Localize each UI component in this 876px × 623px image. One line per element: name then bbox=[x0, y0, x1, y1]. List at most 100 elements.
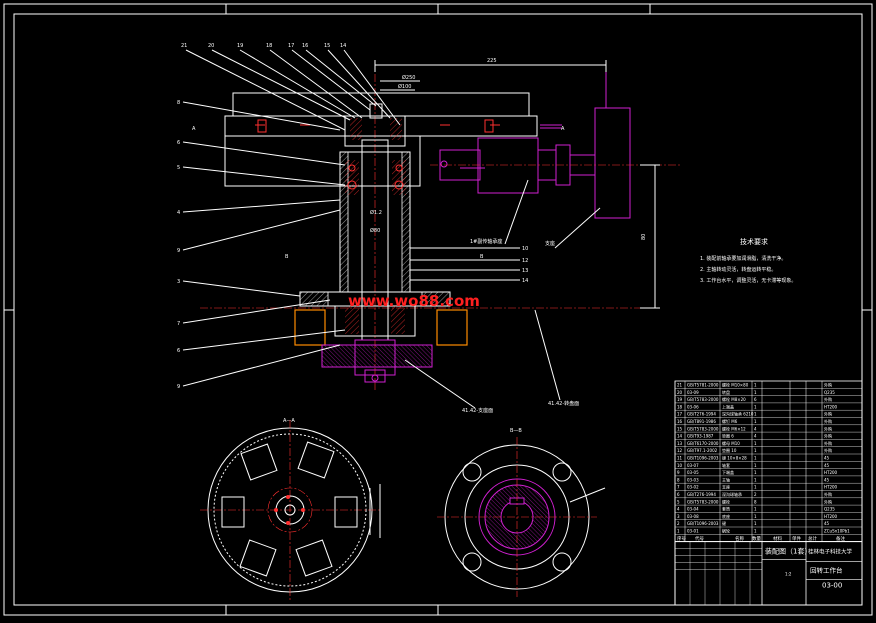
section-mark-a-left: A bbox=[192, 126, 196, 132]
bom-cell: 1 bbox=[754, 463, 757, 468]
bom-cell: 1 bbox=[754, 507, 757, 512]
bom-cell: Q235 bbox=[824, 507, 835, 512]
bom-header-cell: 单件 bbox=[792, 535, 801, 542]
bom-cell: 螺钉 M6 bbox=[722, 418, 738, 424]
tech-item: 3. 工作台水平，调整灵活，无卡滞等现象。 bbox=[700, 277, 796, 284]
bom-header-cell: 序号 bbox=[677, 535, 686, 542]
bom-cell: 外购 bbox=[824, 396, 832, 402]
bom-cell: GB/T97.1-2002 bbox=[687, 448, 718, 453]
svg-text:3: 3 bbox=[177, 279, 180, 285]
svg-text:16: 16 bbox=[302, 43, 308, 49]
right-callouts: 10 12 13 14 bbox=[522, 246, 528, 284]
label-support: 支座 bbox=[545, 240, 555, 247]
bom-cell: 1 bbox=[754, 412, 757, 417]
bom-cell: 1 bbox=[754, 485, 757, 490]
bom-cell: 螺栓 M10×80 bbox=[722, 382, 749, 388]
bom-cell: GB/T276-1994 bbox=[687, 412, 716, 417]
bom-cell: 13 bbox=[677, 441, 683, 446]
bom-cell: 11 bbox=[677, 456, 683, 461]
bom-cell: 6 bbox=[754, 397, 757, 402]
svg-text:6: 6 bbox=[177, 140, 180, 146]
bom-cell: 外购 bbox=[824, 440, 832, 446]
dim-height: 80 bbox=[641, 234, 647, 240]
bom-cell: 4 bbox=[677, 507, 680, 512]
product-name: 回转工作台 bbox=[810, 566, 843, 575]
bom-cell: 03-05 bbox=[687, 470, 699, 475]
bom-cell: ZCuSn10Pb1 bbox=[824, 529, 850, 534]
bom-cell: 03-06 bbox=[687, 404, 699, 409]
tech-item: 2. 主轴转动灵活，转盘运转平稳。 bbox=[700, 266, 776, 273]
bom-cell: 轴套 bbox=[722, 462, 730, 468]
tech-item: 1. 装配前轴承要加润滑脂，清洗干净。 bbox=[700, 255, 786, 262]
main-assembly-view: 225 Ø250 Ø100 80 Ø1.2 Ø80 bbox=[182, 49, 680, 414]
bom-cell: 45 bbox=[824, 477, 830, 482]
bom-cell: 螺栓 M8×20 bbox=[722, 396, 746, 402]
university-name: 桂林电子科技大学 bbox=[808, 548, 853, 556]
bom-cell: 1 bbox=[754, 448, 757, 453]
bom-cell: 03-09 bbox=[687, 390, 699, 395]
bom-cell: 4 bbox=[754, 426, 757, 431]
bom-cell: 深沟球轴承 6210 bbox=[722, 411, 754, 417]
bom-cell: 外购 bbox=[824, 491, 832, 497]
svg-text:9: 9 bbox=[177, 384, 180, 390]
bom-cell: 03-01 bbox=[687, 529, 699, 534]
bom-cell: 2 bbox=[754, 492, 757, 497]
bom-cell: 1 bbox=[754, 390, 757, 395]
left-callouts: 8 6 5 4 9 3 7 6 9 bbox=[177, 100, 180, 390]
section-mark-b-left: B bbox=[285, 254, 289, 260]
bom-cell: 1 bbox=[754, 404, 757, 409]
section-mark-b-right: B bbox=[480, 254, 484, 260]
bom-cell: 底座 bbox=[722, 513, 730, 519]
svg-text:20: 20 bbox=[208, 43, 214, 49]
bom-cell: 19 bbox=[677, 397, 683, 402]
svg-text:10: 10 bbox=[522, 246, 528, 252]
bom-cell: HT200 bbox=[824, 404, 838, 409]
scale: 1:2 bbox=[785, 572, 792, 577]
bom-cell: 外购 bbox=[824, 382, 832, 388]
bom-cell: 外购 bbox=[824, 498, 832, 504]
bom-cell: 15 bbox=[677, 426, 683, 431]
bom-cell: 1 bbox=[754, 514, 757, 519]
bom-cell: 1 bbox=[677, 529, 680, 534]
bom-cell: 1 bbox=[754, 521, 757, 526]
bom-cell: 1 bbox=[754, 383, 757, 388]
bom-cell: 套筒 bbox=[722, 506, 730, 512]
bom-cell: 蜗轮 bbox=[722, 528, 730, 534]
bom-cell: 20 bbox=[677, 390, 683, 395]
bom-cell: GB/T5783-2000 bbox=[687, 426, 719, 431]
bom-cell: 18 bbox=[677, 404, 683, 409]
bom-cell: GB/T6170-2000 bbox=[687, 441, 719, 446]
bom-header-cell: 总计 bbox=[808, 535, 817, 542]
section-view-b: B—B bbox=[437, 428, 606, 597]
bom-cell: GB/T1096-2003 bbox=[687, 456, 719, 461]
bom-cell: 45 bbox=[824, 456, 830, 461]
svg-text:14: 14 bbox=[522, 278, 528, 284]
border-ticks bbox=[4, 4, 872, 615]
bom-header-cell: 代号 bbox=[695, 535, 704, 542]
dim-bore: Ø1.2 bbox=[370, 209, 382, 216]
bom-cell: 垫圈 10 bbox=[722, 447, 737, 453]
bom-cell: 1 bbox=[754, 529, 757, 534]
tech-requirements: 技术要求 1. 装配前轴承要加润滑脂，清洗干净。 2. 主轴转动灵活，转盘运转平… bbox=[700, 237, 796, 284]
label-base: 41.42-支座面 bbox=[462, 407, 493, 414]
svg-text:14: 14 bbox=[340, 43, 346, 49]
dim-d2: Ø100 bbox=[398, 83, 411, 90]
bom-cell: 支座 bbox=[722, 484, 730, 490]
bom-cell: 8 bbox=[754, 499, 757, 504]
bom-cell: 03-03 bbox=[687, 477, 699, 482]
label-plate: 41.42-转盘面 bbox=[548, 400, 579, 407]
bom-cell: 键 bbox=[722, 520, 726, 526]
svg-text:12: 12 bbox=[522, 258, 528, 264]
bom-cell: HT200 bbox=[824, 514, 838, 519]
bom-cell: 1 bbox=[754, 419, 757, 424]
bom-cell: 键 10×8×28 bbox=[722, 455, 747, 461]
bom-cell: 深沟球轴承 bbox=[722, 491, 742, 497]
bom-cell: 17 bbox=[677, 412, 683, 417]
bom-cell: 4 bbox=[754, 434, 757, 439]
top-callouts: 21 20 19 18 17 16 15 14 bbox=[181, 43, 346, 49]
bom-cell: 21 bbox=[677, 383, 683, 388]
bom-header-cell: 备注 bbox=[836, 535, 845, 542]
